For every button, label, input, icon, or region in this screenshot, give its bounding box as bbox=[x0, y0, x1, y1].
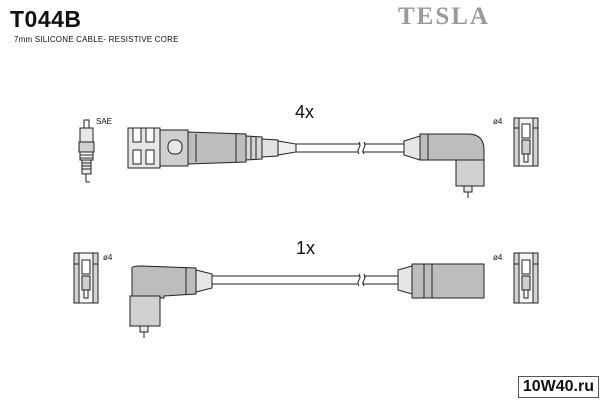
cable-description: 7mm SILICONE CABLE- RESISTIVE CORE bbox=[14, 35, 179, 44]
cable-bottom bbox=[212, 272, 398, 288]
plug-boot-straight-top bbox=[127, 127, 297, 169]
coil-terminal-bottom-left bbox=[73, 252, 99, 304]
quantity-label-top: 4x bbox=[295, 102, 315, 122]
quantity-label-bottom: 1x bbox=[296, 238, 316, 258]
watermark-badge: 10W40.ru bbox=[517, 376, 599, 398]
terminal-size-label-bottom-right: ø4 bbox=[493, 253, 503, 262]
part-number-title: T044B bbox=[10, 6, 82, 32]
angled-boot-top bbox=[403, 133, 485, 198]
straight-boot-bottom bbox=[397, 263, 485, 299]
terminal-size-label-bottom-left: ø4 bbox=[103, 253, 113, 262]
angled-boot-bottom bbox=[129, 265, 213, 338]
brand-logo: TESLA bbox=[398, 3, 490, 30]
coil-terminal-top-right bbox=[513, 117, 539, 167]
cable-top bbox=[296, 140, 404, 156]
terminal-size-label-top-right: ø4 bbox=[493, 117, 503, 126]
spark-plug-type-label: SAE bbox=[96, 117, 113, 126]
spark-plug-icon bbox=[78, 119, 95, 183]
coil-terminal-bottom-right bbox=[513, 252, 539, 304]
